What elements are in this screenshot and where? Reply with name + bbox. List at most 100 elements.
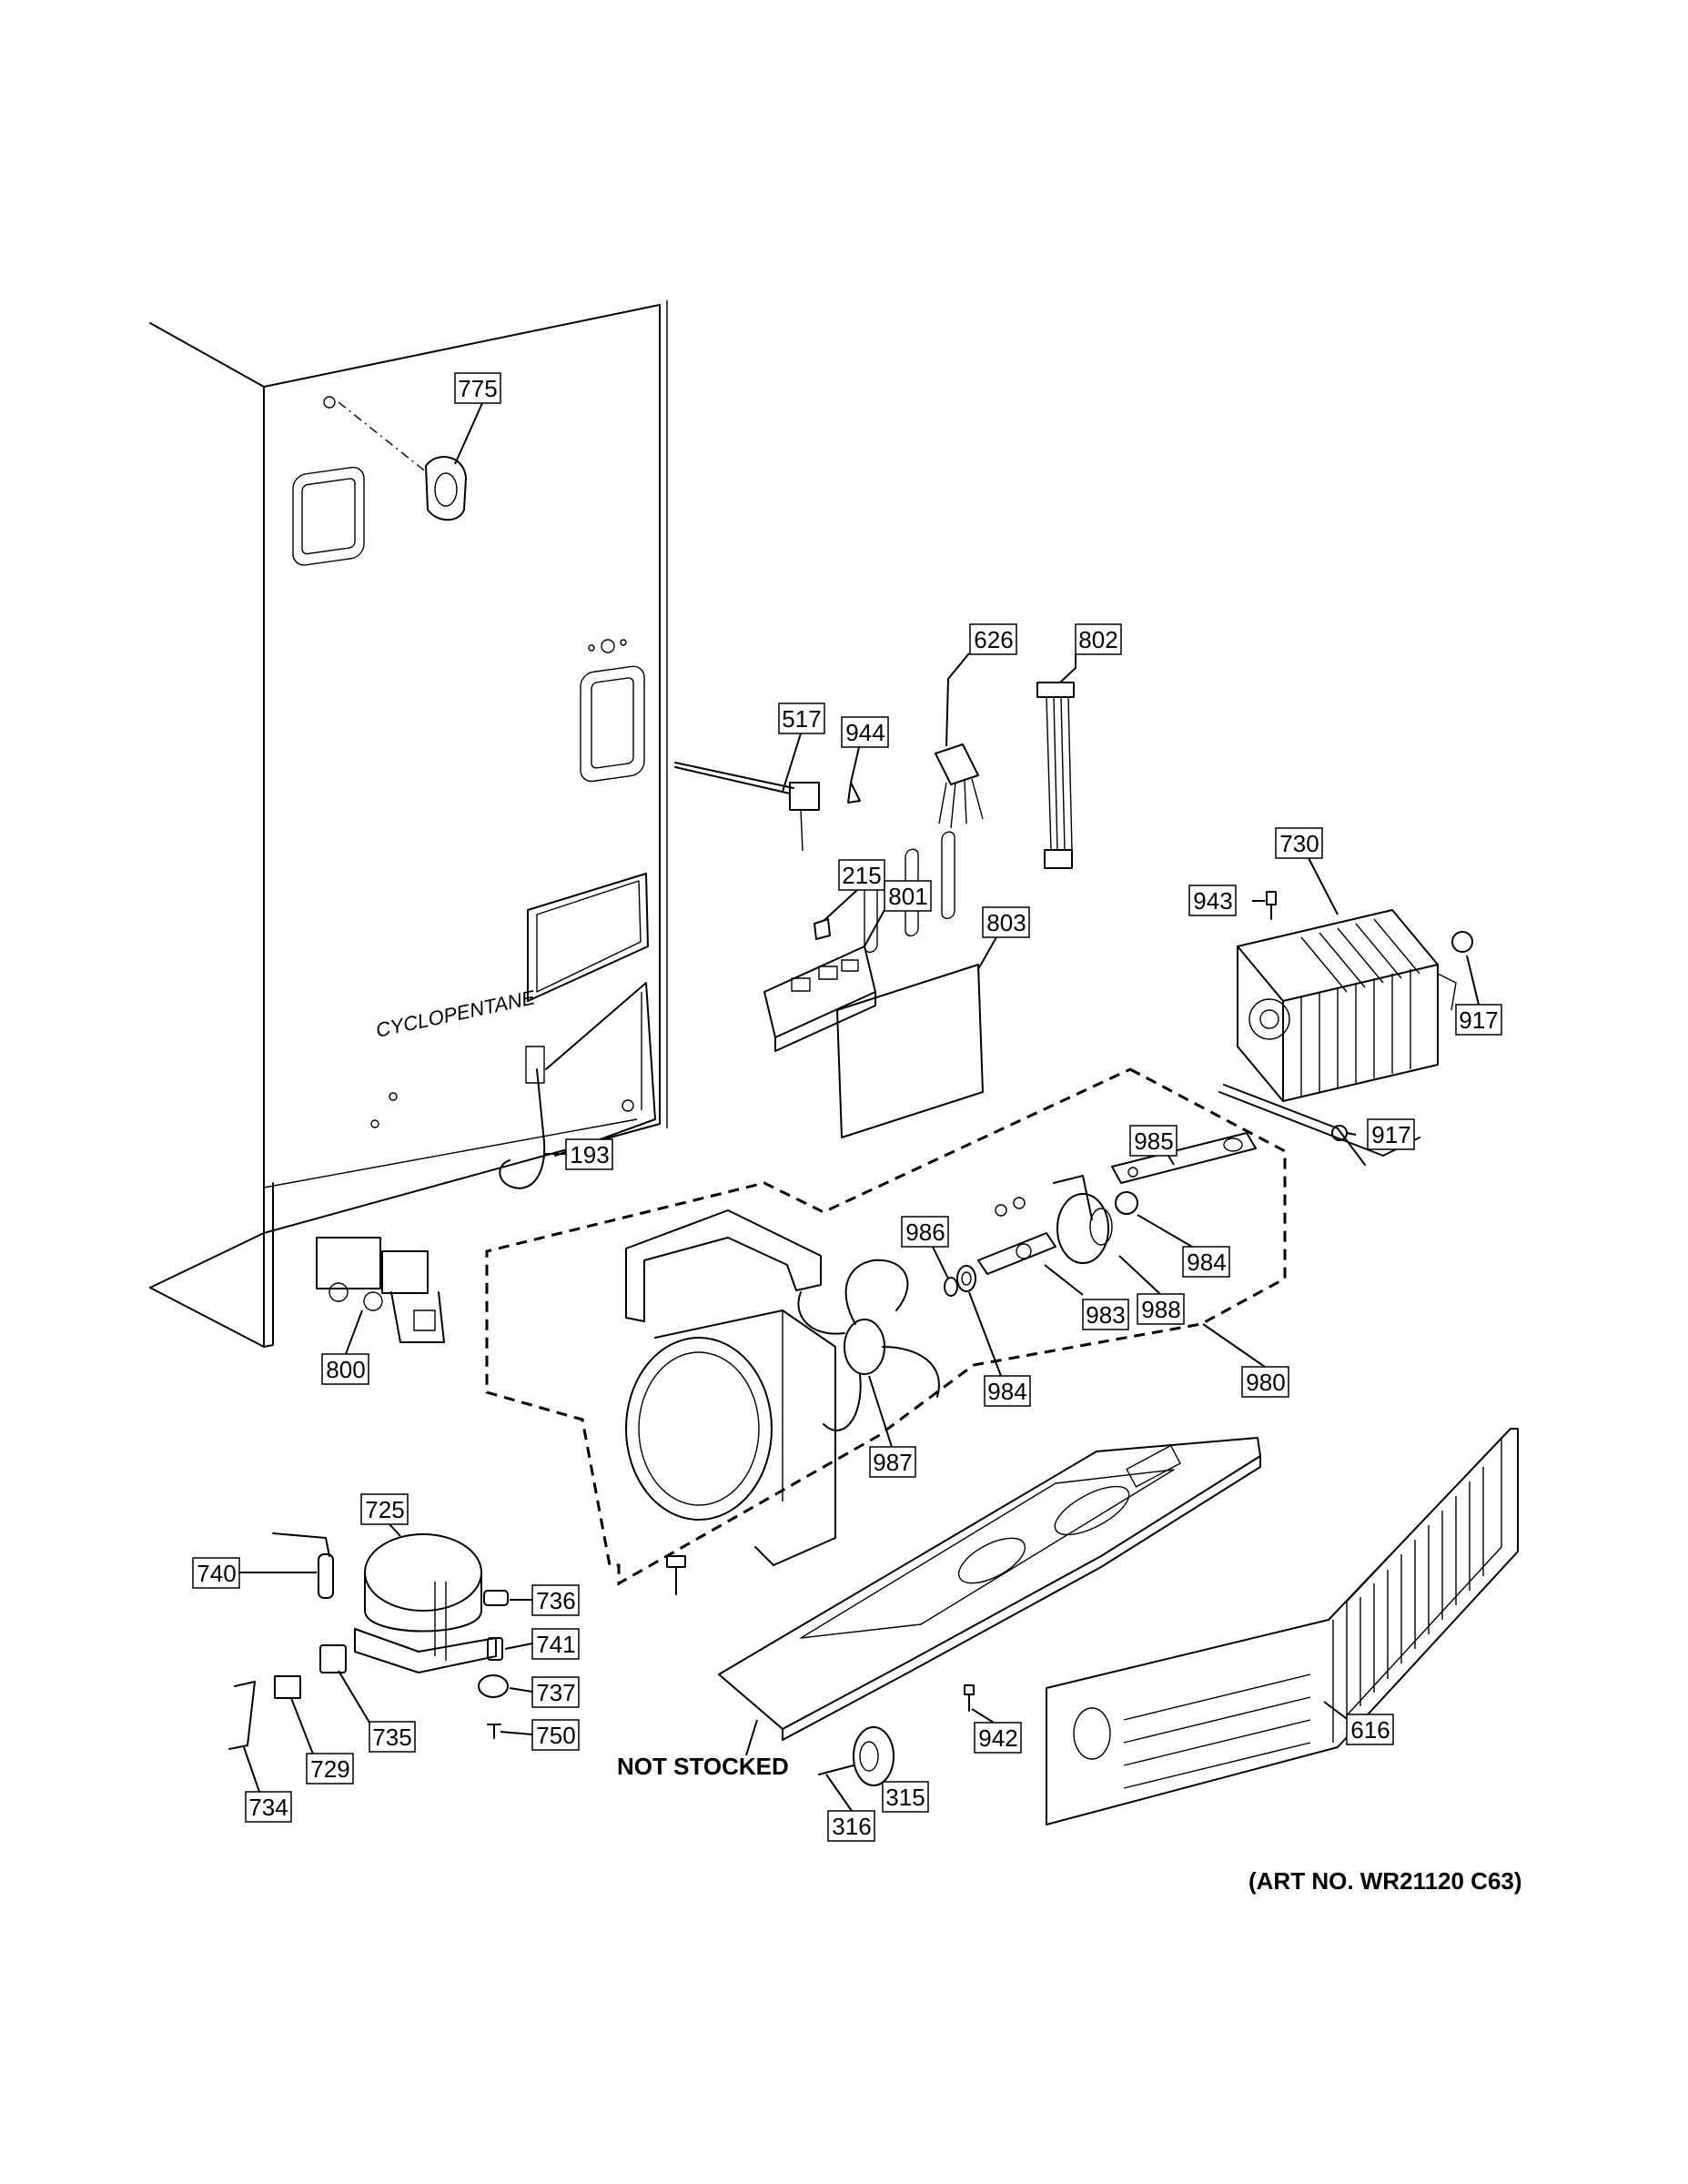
callout-984-lower[interactable]: 984	[984, 1375, 1031, 1407]
svg-text:803: 803	[986, 909, 1026, 936]
svg-text:775: 775	[458, 375, 497, 402]
callout-517[interactable]: 517	[778, 703, 825, 734]
callout-986[interactable]: 986	[901, 1216, 949, 1248]
part-917-drawing	[1331, 931, 1473, 1141]
callout-943[interactable]: 943	[1188, 885, 1237, 916]
callout-741[interactable]: 741	[531, 1628, 580, 1660]
part-729-drawing	[274, 1675, 301, 1699]
callout-980[interactable]: 980	[1241, 1366, 1289, 1398]
part-802-drawing	[1036, 682, 1075, 869]
callout-988[interactable]: 988	[1137, 1293, 1185, 1325]
svg-text:801: 801	[888, 883, 927, 910]
part-741-drawing	[487, 1637, 503, 1661]
svg-text:737: 737	[536, 1679, 575, 1706]
part-985-drawing	[1111, 1132, 1257, 1184]
part-315-drawing	[853, 1726, 895, 1786]
callout-316[interactable]: 316	[827, 1810, 875, 1842]
svg-text:315: 315	[885, 1784, 925, 1811]
svg-text:985: 985	[1134, 1127, 1173, 1155]
callout-215[interactable]: 215	[838, 859, 885, 891]
art-number: (ART NO. WR21120 C63)	[1248, 1867, 1522, 1895]
svg-text:740: 740	[197, 1560, 236, 1587]
callout-775[interactable]: 775	[454, 372, 501, 404]
part-988-drawing	[1053, 1175, 1138, 1264]
svg-text:944: 944	[845, 719, 884, 746]
svg-text:734: 734	[248, 1794, 288, 1821]
svg-text:802: 802	[1078, 626, 1117, 653]
svg-text:735: 735	[372, 1724, 411, 1751]
callout-942[interactable]: 942	[974, 1722, 1022, 1754]
svg-text:987: 987	[873, 1449, 912, 1476]
svg-text:729: 729	[310, 1755, 349, 1783]
part-517-drawing	[674, 762, 820, 852]
part-944-drawing	[847, 782, 861, 804]
part-984-drawing	[956, 1265, 976, 1292]
callout-984-upper[interactable]: 984	[1182, 1246, 1230, 1278]
svg-text:725: 725	[365, 1496, 404, 1523]
callout-983[interactable]: 983	[1082, 1299, 1129, 1330]
part-750-drawing	[487, 1724, 501, 1739]
part-735-drawing	[319, 1644, 347, 1673]
svg-text:917: 917	[1459, 1006, 1498, 1034]
svg-text:988: 988	[1141, 1296, 1180, 1323]
part-193-drawing	[499, 1046, 546, 1189]
callout-729[interactable]: 729	[306, 1753, 354, 1785]
part-736-drawing	[483, 1590, 509, 1606]
svg-text:983: 983	[1086, 1301, 1125, 1329]
callout-987[interactable]: 987	[869, 1446, 916, 1478]
svg-text:215: 215	[842, 862, 881, 889]
part-616-drawing	[1046, 1428, 1519, 1825]
callout-802[interactable]: 802	[1075, 623, 1122, 655]
part-626-drawing	[935, 743, 984, 829]
part-734-drawing	[228, 1681, 256, 1750]
svg-text:626: 626	[974, 626, 1013, 653]
callout-736[interactable]: 736	[531, 1584, 580, 1616]
svg-text:942: 942	[978, 1724, 1017, 1752]
part-775-drawing	[425, 456, 467, 521]
part-316-drawing	[818, 1764, 854, 1775]
part-737-drawing	[478, 1674, 509, 1698]
callout-734[interactable]: 734	[245, 1791, 292, 1823]
svg-text:616: 616	[1350, 1716, 1390, 1744]
callout-740[interactable]: 740	[192, 1557, 240, 1589]
svg-text:917: 917	[1371, 1121, 1410, 1148]
svg-text:986: 986	[905, 1218, 945, 1246]
cabinet-label: CYCLOPENTANE	[374, 986, 538, 1042]
part-725-drawing	[354, 1533, 497, 1673]
part-942-drawing	[964, 1684, 975, 1712]
callout-626[interactable]: 626	[969, 623, 1017, 655]
callout-944[interactable]: 944	[841, 716, 889, 748]
callout-801[interactable]: 801	[884, 880, 932, 912]
callout-193[interactable]: 193	[565, 1138, 613, 1170]
part-215-drawing	[814, 918, 831, 940]
svg-text:741: 741	[536, 1631, 575, 1658]
fan-assembly-boundary	[485, 1067, 1287, 1586]
callout-985[interactable]: 985	[1129, 1125, 1178, 1157]
svg-text:736: 736	[536, 1587, 575, 1614]
callout-800[interactable]: 800	[321, 1353, 369, 1385]
leader-lines	[238, 402, 1480, 1812]
callout-917-upper[interactable]: 917	[1455, 1004, 1502, 1036]
part-801-drawing	[763, 945, 876, 1052]
svg-text:316: 316	[832, 1813, 871, 1840]
part-740-drawing	[272, 1532, 334, 1599]
svg-text:943: 943	[1193, 887, 1232, 915]
callout-803[interactable]: 803	[982, 906, 1030, 938]
svg-text:980: 980	[1246, 1369, 1285, 1396]
svg-text:800: 800	[326, 1356, 365, 1383]
callout-750[interactable]: 750	[531, 1719, 580, 1751]
callout-735[interactable]: 735	[369, 1721, 416, 1753]
callout-725[interactable]: 725	[360, 1493, 409, 1525]
callout-616[interactable]: 616	[1346, 1714, 1394, 1745]
callout-917-lower[interactable]: 917	[1367, 1118, 1415, 1150]
callout-730[interactable]: 730	[1275, 827, 1323, 859]
fan-shroud-drawing	[625, 1209, 836, 1595]
callout-737[interactable]: 737	[531, 1676, 580, 1708]
base-pan-drawing	[718, 1437, 1261, 1741]
svg-text:730: 730	[1279, 830, 1319, 857]
part-986-drawing	[944, 1277, 958, 1297]
svg-text:193: 193	[570, 1141, 609, 1168]
callout-315[interactable]: 315	[882, 1781, 929, 1813]
part-943-drawing	[1266, 891, 1277, 920]
